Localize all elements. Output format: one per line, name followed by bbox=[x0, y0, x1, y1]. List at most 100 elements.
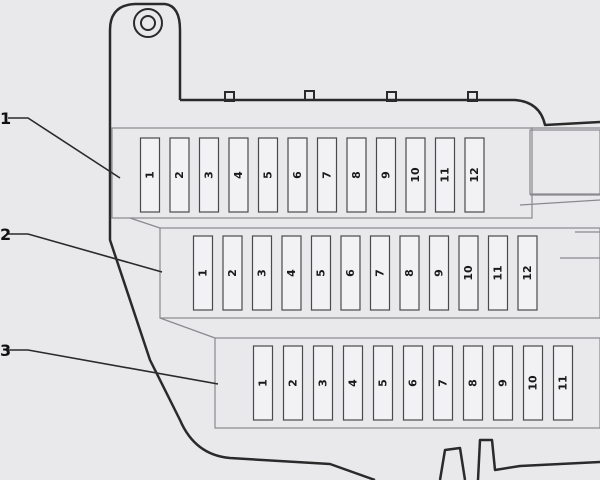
fuse-slot[interactable]: 6 bbox=[287, 137, 308, 213]
fuse-slot[interactable]: 3 bbox=[312, 345, 334, 421]
callout-leader-2 bbox=[8, 233, 163, 273]
callout-label-2: 2 bbox=[0, 225, 11, 244]
fuse-slot-outline bbox=[310, 235, 332, 311]
fuse-number-label: 5 bbox=[377, 379, 390, 387]
fuse-number-label: 11 bbox=[439, 167, 452, 182]
fuse-slot[interactable]: 1 bbox=[139, 137, 161, 213]
fuse-slot[interactable]: 9 bbox=[492, 345, 514, 421]
fuse-number-label: 9 bbox=[380, 171, 393, 179]
fuse-slot-outline bbox=[281, 235, 302, 311]
fuse-slot[interactable]: 11 bbox=[434, 137, 456, 213]
fuse-number-label: 10 bbox=[409, 167, 422, 183]
fuse-slot[interactable]: 4 bbox=[228, 137, 249, 213]
fuse-number-label: 4 bbox=[285, 269, 298, 277]
fuse-number-label: 9 bbox=[497, 379, 510, 387]
fuse-slot[interactable]: 10 bbox=[458, 235, 479, 311]
fuse-number-label: 9 bbox=[433, 269, 446, 277]
fuse-slot[interactable]: 1 bbox=[252, 345, 274, 421]
fuse-slot[interactable]: 12 bbox=[464, 137, 485, 213]
fuse-slot-outline bbox=[372, 345, 394, 421]
fuse-slot-outline bbox=[342, 345, 364, 421]
callout-leader-3 bbox=[8, 349, 219, 385]
fuse-slot[interactable]: 6 bbox=[402, 345, 424, 421]
fuse-number-label: 11 bbox=[557, 375, 570, 390]
fuse-slot[interactable]: 9 bbox=[375, 137, 397, 213]
fuse-number-label: 7 bbox=[321, 171, 334, 179]
fuse-number-label: 8 bbox=[403, 269, 416, 277]
fuse-slot-outline bbox=[375, 137, 397, 213]
fuse-number-label: 11 bbox=[492, 265, 505, 280]
fuse-slot[interactable]: 10 bbox=[522, 345, 544, 421]
fuse-slot-outline bbox=[228, 137, 249, 213]
fuse-slot[interactable]: 5 bbox=[372, 345, 394, 421]
fuse-slot-outline bbox=[487, 235, 509, 311]
fuse-slot-outline bbox=[434, 137, 456, 213]
fuse-slot[interactable]: 6 bbox=[340, 235, 361, 311]
fuse-number-label: 1 bbox=[144, 171, 157, 179]
fuse-slot-outline bbox=[462, 345, 484, 421]
fuse-slot-outline bbox=[369, 235, 391, 311]
fuse-slot[interactable]: 2 bbox=[169, 137, 190, 213]
fuse-number-label: 12 bbox=[521, 265, 534, 280]
fuse-slot-outline bbox=[346, 137, 367, 213]
fuse-slot[interactable]: 8 bbox=[462, 345, 484, 421]
fuse-number-label: 3 bbox=[256, 269, 269, 277]
fuse-slot[interactable]: 8 bbox=[399, 235, 420, 311]
fuse-number-label: 8 bbox=[467, 379, 480, 387]
fuse-slot-outline bbox=[458, 235, 479, 311]
fuse-slot-outline bbox=[169, 137, 190, 213]
fuse-slot-outline bbox=[139, 137, 161, 213]
fuse-number-label: 1 bbox=[197, 269, 210, 277]
fuse-number-label: 10 bbox=[462, 265, 475, 281]
fuse-slot-outline bbox=[312, 345, 334, 421]
fuse-number-label: 12 bbox=[468, 167, 481, 182]
fuse-slot[interactable]: 3 bbox=[198, 137, 220, 213]
fuse-slot[interactable]: 7 bbox=[369, 235, 391, 311]
fuse-slot[interactable]: 4 bbox=[342, 345, 364, 421]
fuse-slot-outline bbox=[405, 137, 426, 213]
fuse-slot-outline bbox=[552, 345, 574, 421]
fuse-slot[interactable]: 2 bbox=[222, 235, 243, 311]
callout-leaders bbox=[8, 117, 219, 385]
callout-labels: 123 bbox=[0, 109, 11, 360]
fuse-slot-outline bbox=[492, 345, 514, 421]
fuse-slot[interactable]: 3 bbox=[251, 235, 273, 311]
fuse-slot-outline bbox=[522, 345, 544, 421]
fuse-number-label: 2 bbox=[287, 379, 300, 387]
fuse-slot[interactable]: 5 bbox=[257, 137, 279, 213]
fuse-slot[interactable]: 5 bbox=[310, 235, 332, 311]
fuse-slot[interactable]: 7 bbox=[316, 137, 338, 213]
fuse-slot[interactable]: 9 bbox=[428, 235, 450, 311]
fuse-number-label: 1 bbox=[257, 379, 270, 387]
fuse-slot-outline bbox=[464, 137, 485, 213]
fuse-slot-outline bbox=[428, 235, 450, 311]
fuse-number-label: 3 bbox=[203, 171, 216, 179]
fuse-slot-outline bbox=[252, 345, 274, 421]
fuse-number-label: 6 bbox=[291, 171, 304, 179]
callout-label-3: 3 bbox=[0, 341, 11, 360]
fuse-slot[interactable]: 10 bbox=[405, 137, 426, 213]
fuse-slot-outline bbox=[402, 345, 424, 421]
callout-leader-1 bbox=[8, 117, 121, 179]
fuse-box-housing bbox=[108, 2, 600, 480]
fuse-slot[interactable]: 8 bbox=[346, 137, 367, 213]
fuse-slot[interactable]: 12 bbox=[517, 235, 538, 311]
fuse-slot[interactable]: 2 bbox=[282, 345, 304, 421]
fuse-number-label: 7 bbox=[437, 379, 450, 387]
fuse-number-label: 6 bbox=[407, 379, 420, 387]
fuse-slot-outline bbox=[198, 137, 220, 213]
fuse-slot[interactable]: 4 bbox=[281, 235, 302, 311]
fuse-slot-outline bbox=[316, 137, 338, 213]
fuse-slot[interactable]: 7 bbox=[432, 345, 454, 421]
fuse-slot-outline bbox=[251, 235, 273, 311]
fuse-slot[interactable]: 11 bbox=[552, 345, 574, 421]
fuse-slot[interactable]: 11 bbox=[487, 235, 509, 311]
fuse-number-label: 2 bbox=[226, 269, 239, 277]
fuse-slot[interactable]: 1 bbox=[192, 235, 214, 311]
housing-bottom-right bbox=[438, 438, 600, 480]
fuse-number-label: 5 bbox=[315, 269, 328, 277]
